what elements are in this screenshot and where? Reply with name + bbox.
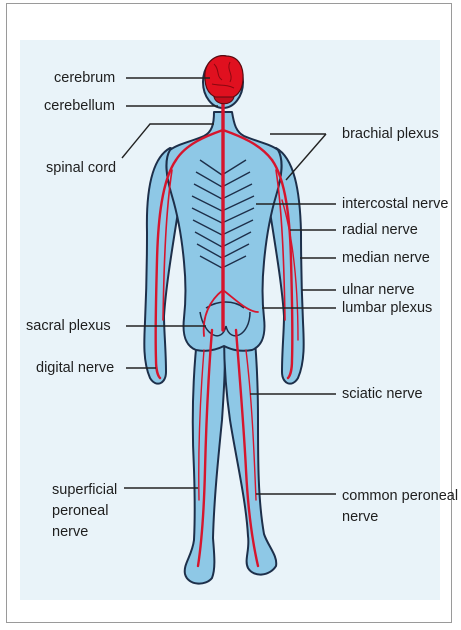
label-superficial-peroneal-nerve: superficial peroneal nerve <box>52 480 117 543</box>
label-spinal-cord: spinal cord <box>46 160 116 177</box>
cerebrum-shape <box>205 56 243 99</box>
label-lumbar-plexus: lumbar plexus <box>342 300 432 317</box>
label-median-nerve: median nerve <box>342 250 430 267</box>
label-intercostal-nerve: intercostal nerve <box>342 196 448 213</box>
label-digital-nerve: digital nerve <box>36 360 114 377</box>
label-cerebellum: cerebellum <box>44 98 115 115</box>
label-brachial-plexus: brachial plexus <box>342 126 439 143</box>
label-radial-nerve: radial nerve <box>342 222 418 239</box>
label-common-peroneal-nerve: common peroneal nerve <box>342 486 458 528</box>
label-cerebrum: cerebrum <box>54 70 115 87</box>
label-sciatic-nerve: sciatic nerve <box>342 386 423 403</box>
label-sacral-plexus: sacral plexus <box>26 318 111 335</box>
right-leg <box>224 330 276 575</box>
label-ulnar-nerve: ulnar nerve <box>342 282 415 299</box>
